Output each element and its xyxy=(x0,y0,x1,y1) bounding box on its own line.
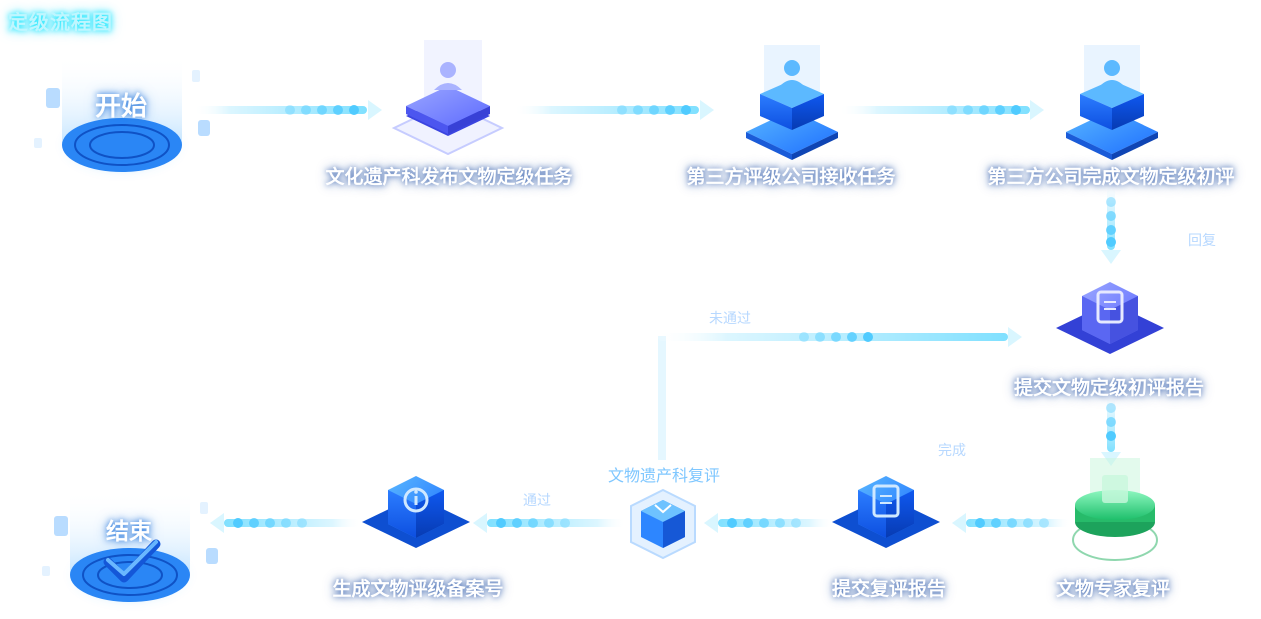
end-node-graphic xyxy=(42,490,218,605)
heritage-review-node-graphic xyxy=(630,488,696,560)
arrow-submit-to-expert xyxy=(1101,396,1121,466)
arrow-generate-to-end xyxy=(210,513,360,533)
reply-edge-label: 回复 xyxy=(1188,233,1216,249)
submit-initial-label: 提交文物定级初评报告 xyxy=(1013,377,1205,399)
publish-node-graphic xyxy=(391,40,505,156)
submit-initial-node-graphic xyxy=(1056,282,1164,354)
arrow-start-to-publish xyxy=(195,100,382,120)
start-label: 开始 xyxy=(94,92,148,122)
heritage-review-label: 文物遗产科复评 xyxy=(607,466,721,485)
submit-review-node-graphic xyxy=(832,476,940,548)
initial-label: 第三方公司完成文物定级初评 xyxy=(987,166,1235,188)
not-passed-edge-label: 未通过 xyxy=(709,311,751,327)
start-node-graphic xyxy=(34,55,210,175)
arrow-receive-to-initial xyxy=(840,100,1044,120)
generate-node-graphic xyxy=(362,476,470,548)
arrow-initial-to-submit xyxy=(1101,186,1121,264)
receive-node-graphic xyxy=(746,45,838,160)
generate-label: 生成文物评级备案号 xyxy=(332,578,504,600)
arrow-expert-to-review xyxy=(952,513,1070,533)
arrow-heritage-to-generate xyxy=(473,513,625,533)
complete-edge-label: 完成 xyxy=(938,443,966,459)
publish-label: 文化遗产科发布文物定级任务 xyxy=(325,166,573,188)
passed-edge-label: 通过 xyxy=(523,493,551,509)
submit-review-label: 提交复评报告 xyxy=(831,578,947,600)
expert-node-graphic xyxy=(1072,458,1158,561)
initial-node-graphic xyxy=(1066,45,1158,160)
receive-label: 第三方评级公司接收任务 xyxy=(686,166,896,188)
arrow-review-to-heritage xyxy=(704,513,832,533)
expert-label: 文物专家复评 xyxy=(1055,578,1171,600)
arrow-not-passed-loop xyxy=(658,327,1022,460)
end-label: 结束 xyxy=(106,519,152,545)
page-title: 定级流程图 xyxy=(8,10,113,34)
arrow-publish-to-receive xyxy=(515,100,714,120)
